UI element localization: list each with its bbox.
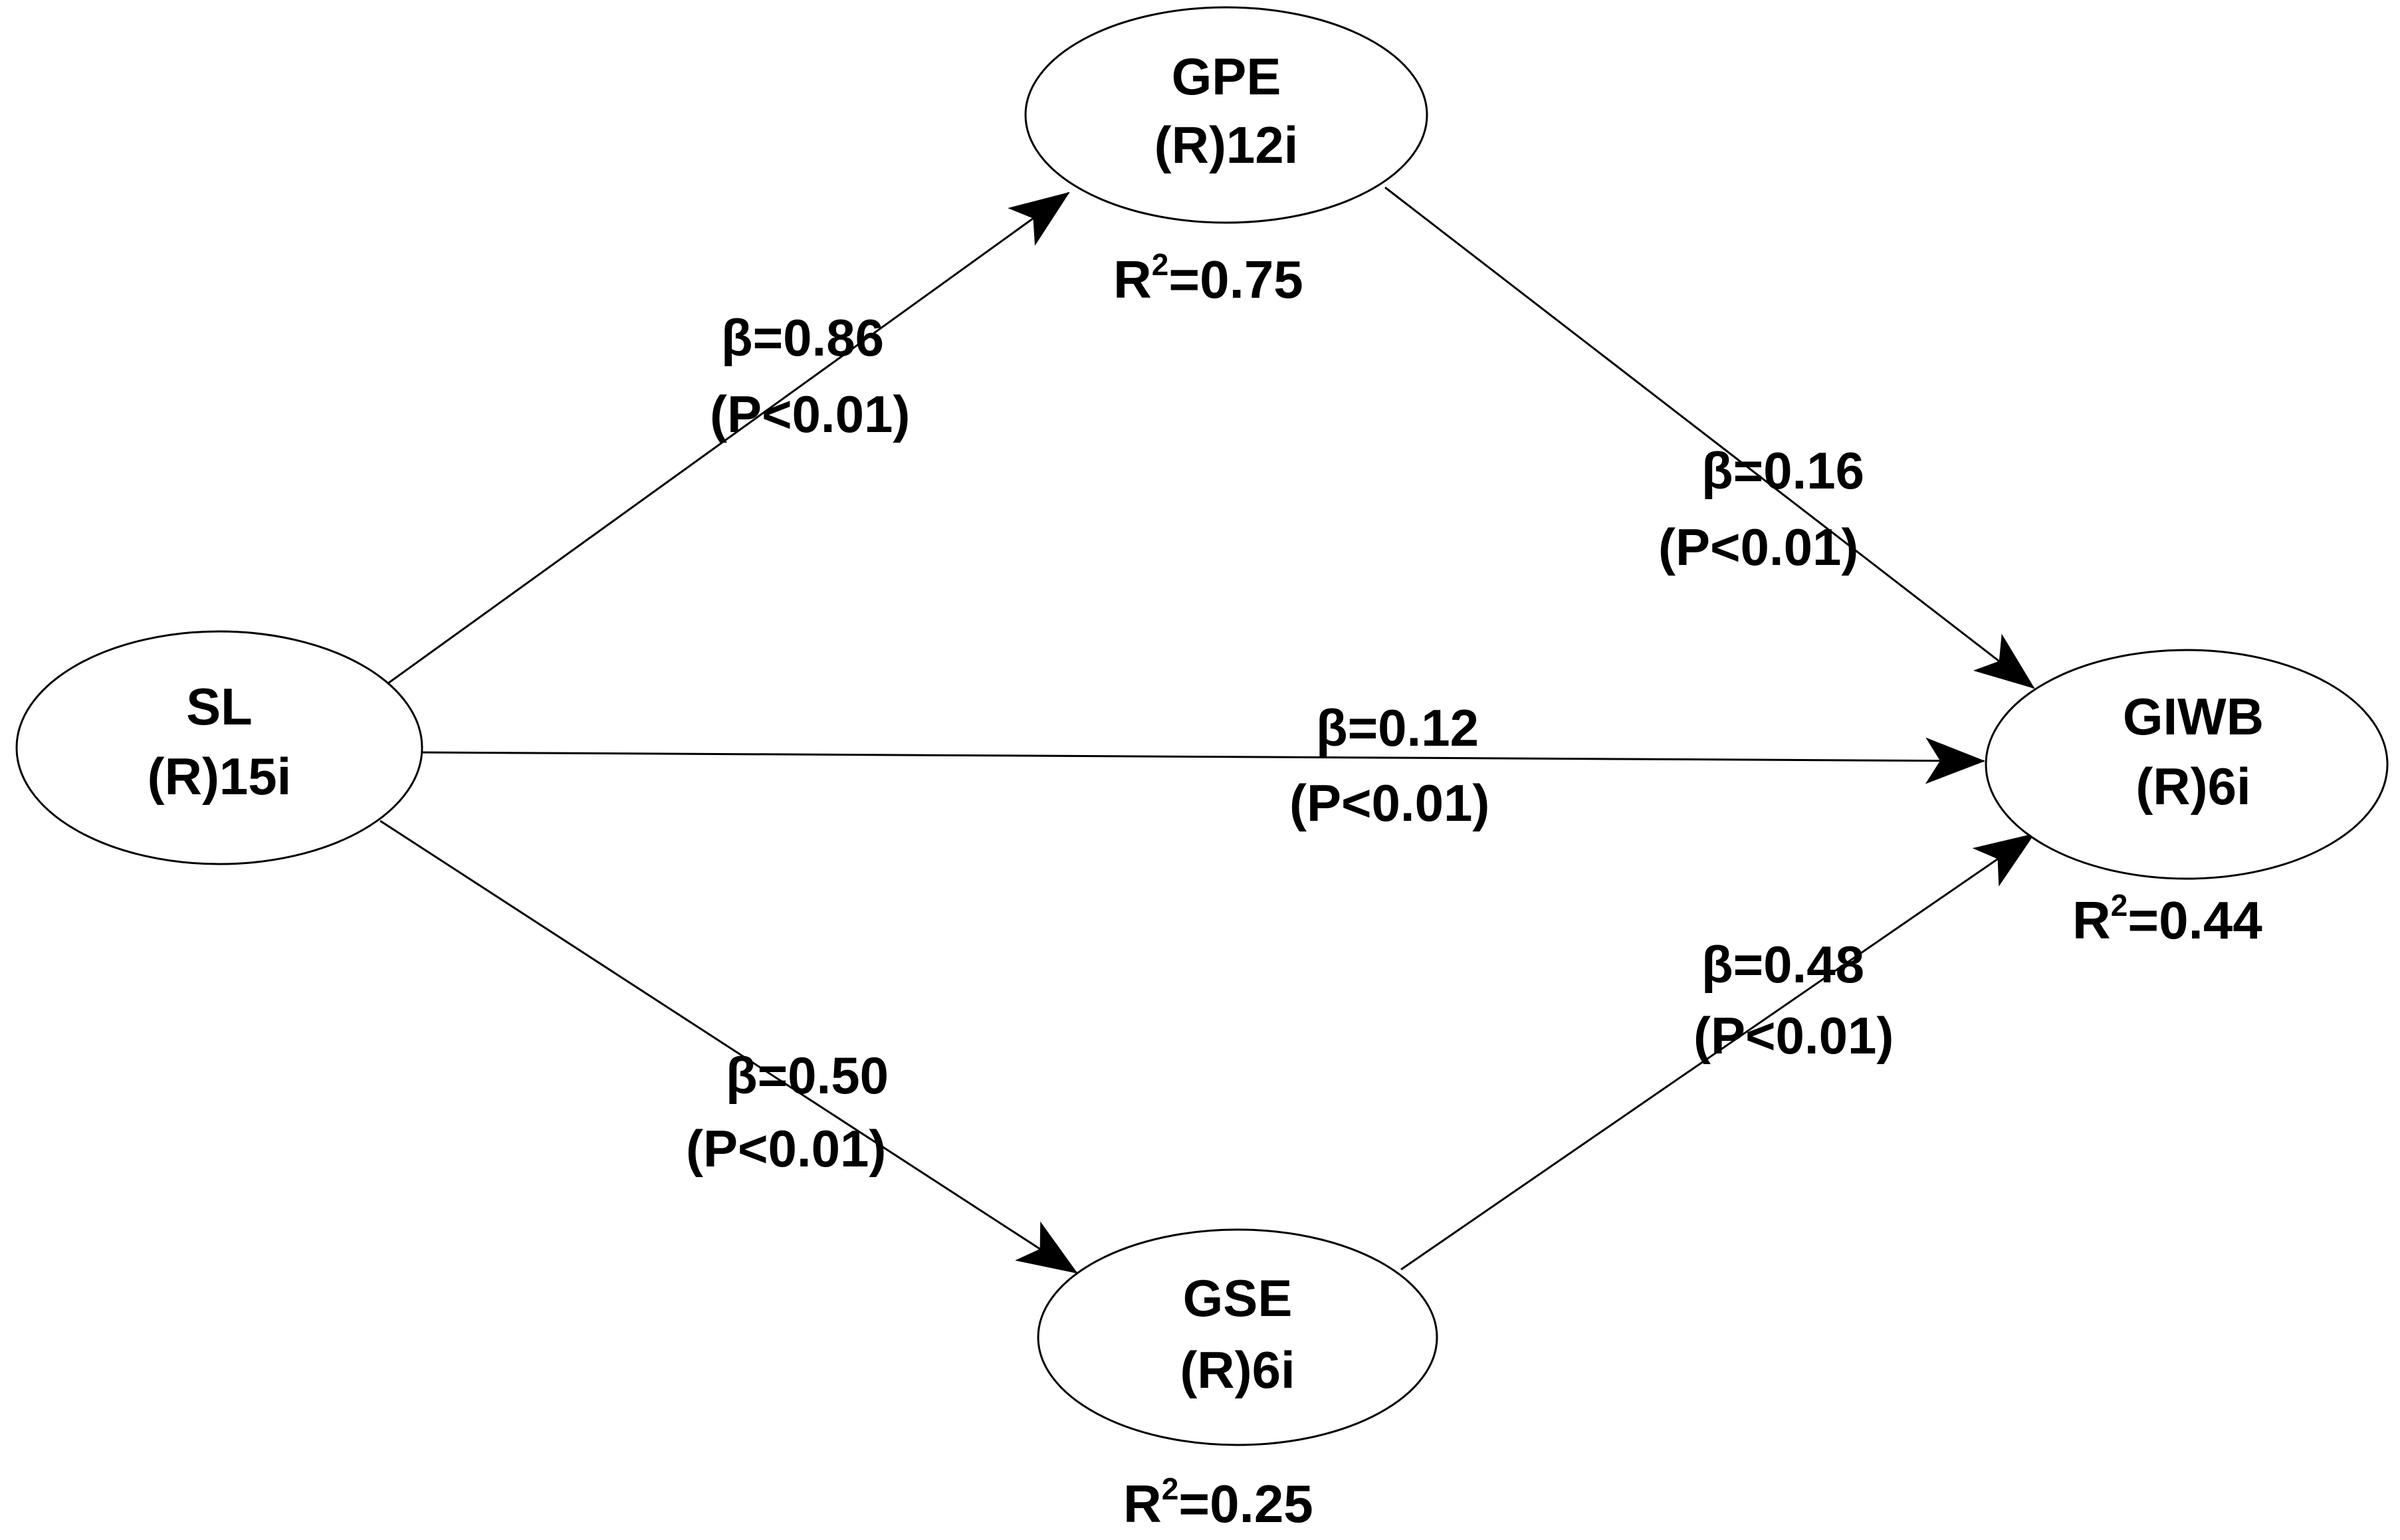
arrow-sl-to-gpe (378, 191, 1070, 691)
coef-sl-gse: β=0.50 (P<0.01) (686, 1046, 889, 1178)
coef-sl-gpe-p: (P<0.01) (710, 385, 910, 443)
coef-gpe-giwb: β=0.16 (P<0.01) (1658, 441, 1864, 576)
node-sl-name: SL (186, 677, 253, 736)
coef-gpe-giwb-p: (P<0.01) (1658, 518, 1858, 576)
arrow-sl-to-gse (380, 820, 1078, 1274)
coef-sl-gpe-beta: β=0.86 (721, 308, 884, 367)
coef-gse-giwb-beta: β=0.48 (1701, 935, 1864, 994)
coef-gse-giwb-p: (P<0.01) (1693, 1006, 1894, 1065)
node-sl: SL (R)15i (15, 630, 423, 865)
node-gse-items: (R)6i (1180, 1341, 1295, 1399)
r2-giwb-value: =0.44 (2127, 891, 2262, 950)
r2-gpe-value: =0.75 (1168, 250, 1303, 309)
node-sl-ellipse (15, 630, 423, 865)
coef-sl-gse-p: (P<0.01) (686, 1119, 886, 1178)
coef-sl-gpe: β=0.86 (P<0.01) (710, 308, 910, 443)
r2-gpe-prefix: R (1113, 250, 1152, 309)
r2-label-gpe: R2=0.75 (1113, 247, 1303, 309)
node-gse: GSE (R)6i (1037, 1228, 1438, 1446)
coef-gpe-giwb-beta: β=0.16 (1701, 441, 1864, 500)
coef-gse-giwb: β=0.48 (P<0.01) (1693, 935, 1894, 1065)
r2-gse-value: =0.25 (1178, 1474, 1313, 1533)
node-giwb-name: GIWB (2123, 687, 2264, 746)
arrow-gpe-to-giwb (1384, 186, 2035, 689)
coef-sl-giwb-beta: β=0.12 (1316, 699, 1479, 757)
node-giwb-ellipse (1985, 649, 2389, 880)
r2-gse-prefix: R (1123, 1474, 1162, 1533)
r2-giwb-prefix: R (2072, 891, 2111, 950)
node-giwb-items: (R)6i (2135, 757, 2250, 816)
arrow-gse-to-giwb (1400, 833, 2035, 1271)
coef-sl-gse-beta: β=0.50 (726, 1046, 889, 1105)
r2-gpe-sup: 2 (1152, 247, 1169, 282)
node-gpe-name: GPE (1172, 47, 1281, 106)
node-gse-name: GSE (1183, 1269, 1293, 1327)
node-giwb: GIWB (R)6i (1985, 649, 2389, 880)
node-sl-items: (R)15i (148, 747, 292, 806)
r2-gse-sup: 2 (1162, 1472, 1179, 1506)
node-gpe-items: (R)12i (1154, 116, 1299, 174)
node-gpe-ellipse (1024, 6, 1428, 224)
coef-sl-giwb-p: (P<0.01) (1289, 774, 1489, 832)
node-gse-ellipse (1037, 1228, 1438, 1446)
node-gpe: GPE (R)12i (1024, 6, 1428, 224)
r2-label-gse: R2=0.25 (1123, 1472, 1313, 1533)
r2-giwb-sup: 2 (2111, 888, 2128, 923)
r2-label-giwb: R2=0.44 (2072, 888, 2262, 950)
coef-sl-giwb: β=0.12 (P<0.01) (1289, 699, 1489, 832)
arrow-sl-to-giwb (421, 737, 1985, 784)
